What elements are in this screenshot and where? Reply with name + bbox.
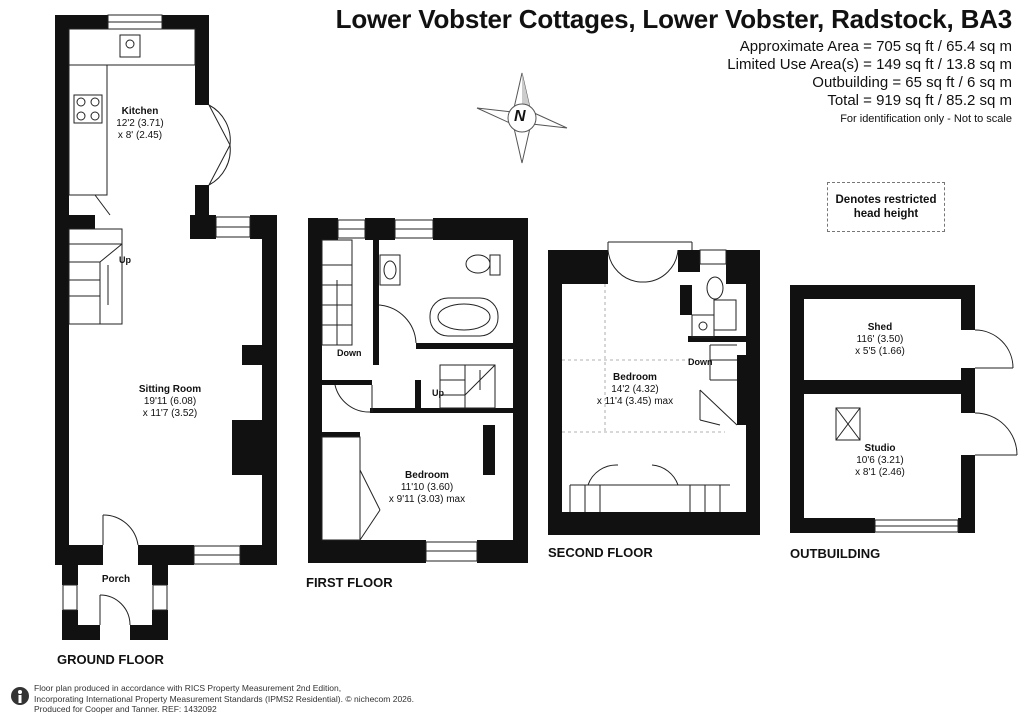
stairs-up-ground: Up <box>119 255 131 265</box>
footer-note: Floor plan produced in accordance with R… <box>34 683 414 715</box>
room-bedroom-first: Bedroom 11'10 (3.60) x 9'11 (3.03) max <box>372 470 482 506</box>
room-name: Bedroom <box>613 372 657 383</box>
room-dim: x 9'11 (3.03) max <box>388 494 466 505</box>
rics-logo-icon <box>10 686 30 711</box>
restricted-head-height-legend: Denotes restricted head height <box>827 182 945 232</box>
approximate-area: Approximate Area = 705 sq ft / 65.4 sq m <box>739 38 1012 55</box>
room-name: Porch <box>101 574 131 585</box>
footer-line-3: Produced for Cooper and Tanner. REF: 143… <box>34 704 217 714</box>
room-kitchen: Kitchen 12'2 (3.71) x 8' (2.45) <box>100 106 180 142</box>
footer-line-1: Floor plan produced in accordance with R… <box>34 683 342 693</box>
room-dim: x 5'5 (1.66) <box>855 346 905 357</box>
room-sitting: Sitting Room 19'11 (6.08) x 11'7 (3.52) <box>120 384 220 420</box>
total-area: Total = 919 sq ft / 85.2 sq m <box>827 92 1012 109</box>
floor-label-ground: GROUND FLOOR <box>57 652 164 667</box>
room-porch: Porch <box>96 574 136 586</box>
room-dim: x 8'1 (2.46) <box>855 467 905 478</box>
room-name: Bedroom <box>405 470 449 481</box>
room-dim: x 11'7 (3.52) <box>142 408 198 419</box>
room-studio: Studio 10'6 (3.21) x 8'1 (2.46) <box>840 443 920 479</box>
floor-label-first: FIRST FLOOR <box>306 575 393 590</box>
limited-use-area: Limited Use Area(s) = 149 sq ft / 13.8 s… <box>727 56 1012 73</box>
stairs-up-first: Up <box>432 388 444 398</box>
floor-label-second: SECOND FLOOR <box>548 545 653 560</box>
stairs-down-first: Down <box>337 348 362 358</box>
room-name: Kitchen <box>121 106 159 117</box>
room-dim: 14'2 (4.32) <box>611 384 659 395</box>
room-dim: 11'10 (3.60) <box>400 482 454 493</box>
room-dim: x 11'4 (3.45) max <box>596 396 674 407</box>
room-dim: 116' (3.50) <box>856 334 904 345</box>
compass-icon <box>476 72 568 164</box>
outbuilding-area: Outbuilding = 65 sq ft / 6 sq m <box>812 74 1012 91</box>
room-dim: 12'2 (3.71) <box>116 118 164 129</box>
legend-line-1: Denotes restricted <box>835 194 937 206</box>
room-name: Shed <box>867 322 893 333</box>
compass-north-label: N <box>514 108 526 125</box>
legend-line-2: head height <box>853 208 919 220</box>
room-dim: 19'11 (6.08) <box>143 396 197 407</box>
floor-label-outbuilding: OUTBUILDING <box>790 546 881 561</box>
stairs-down-second: Down <box>688 357 713 367</box>
room-shed: Shed 116' (3.50) x 5'5 (1.66) <box>840 322 920 358</box>
room-name: Studio <box>864 443 896 454</box>
room-bedroom-second: Bedroom 14'2 (4.32) x 11'4 (3.45) max <box>580 372 690 408</box>
footer-line-2: Incorporating International Property Mea… <box>34 693 414 704</box>
room-dim: x 8' (2.45) <box>117 130 163 141</box>
room-dim: 10'6 (3.21) <box>856 455 904 466</box>
page-title: Lower Vobster Cottages, Lower Vobster, R… <box>335 4 1013 34</box>
identification-note: For identification only - Not to scale <box>840 113 1012 125</box>
room-name: Sitting Room <box>138 384 202 395</box>
